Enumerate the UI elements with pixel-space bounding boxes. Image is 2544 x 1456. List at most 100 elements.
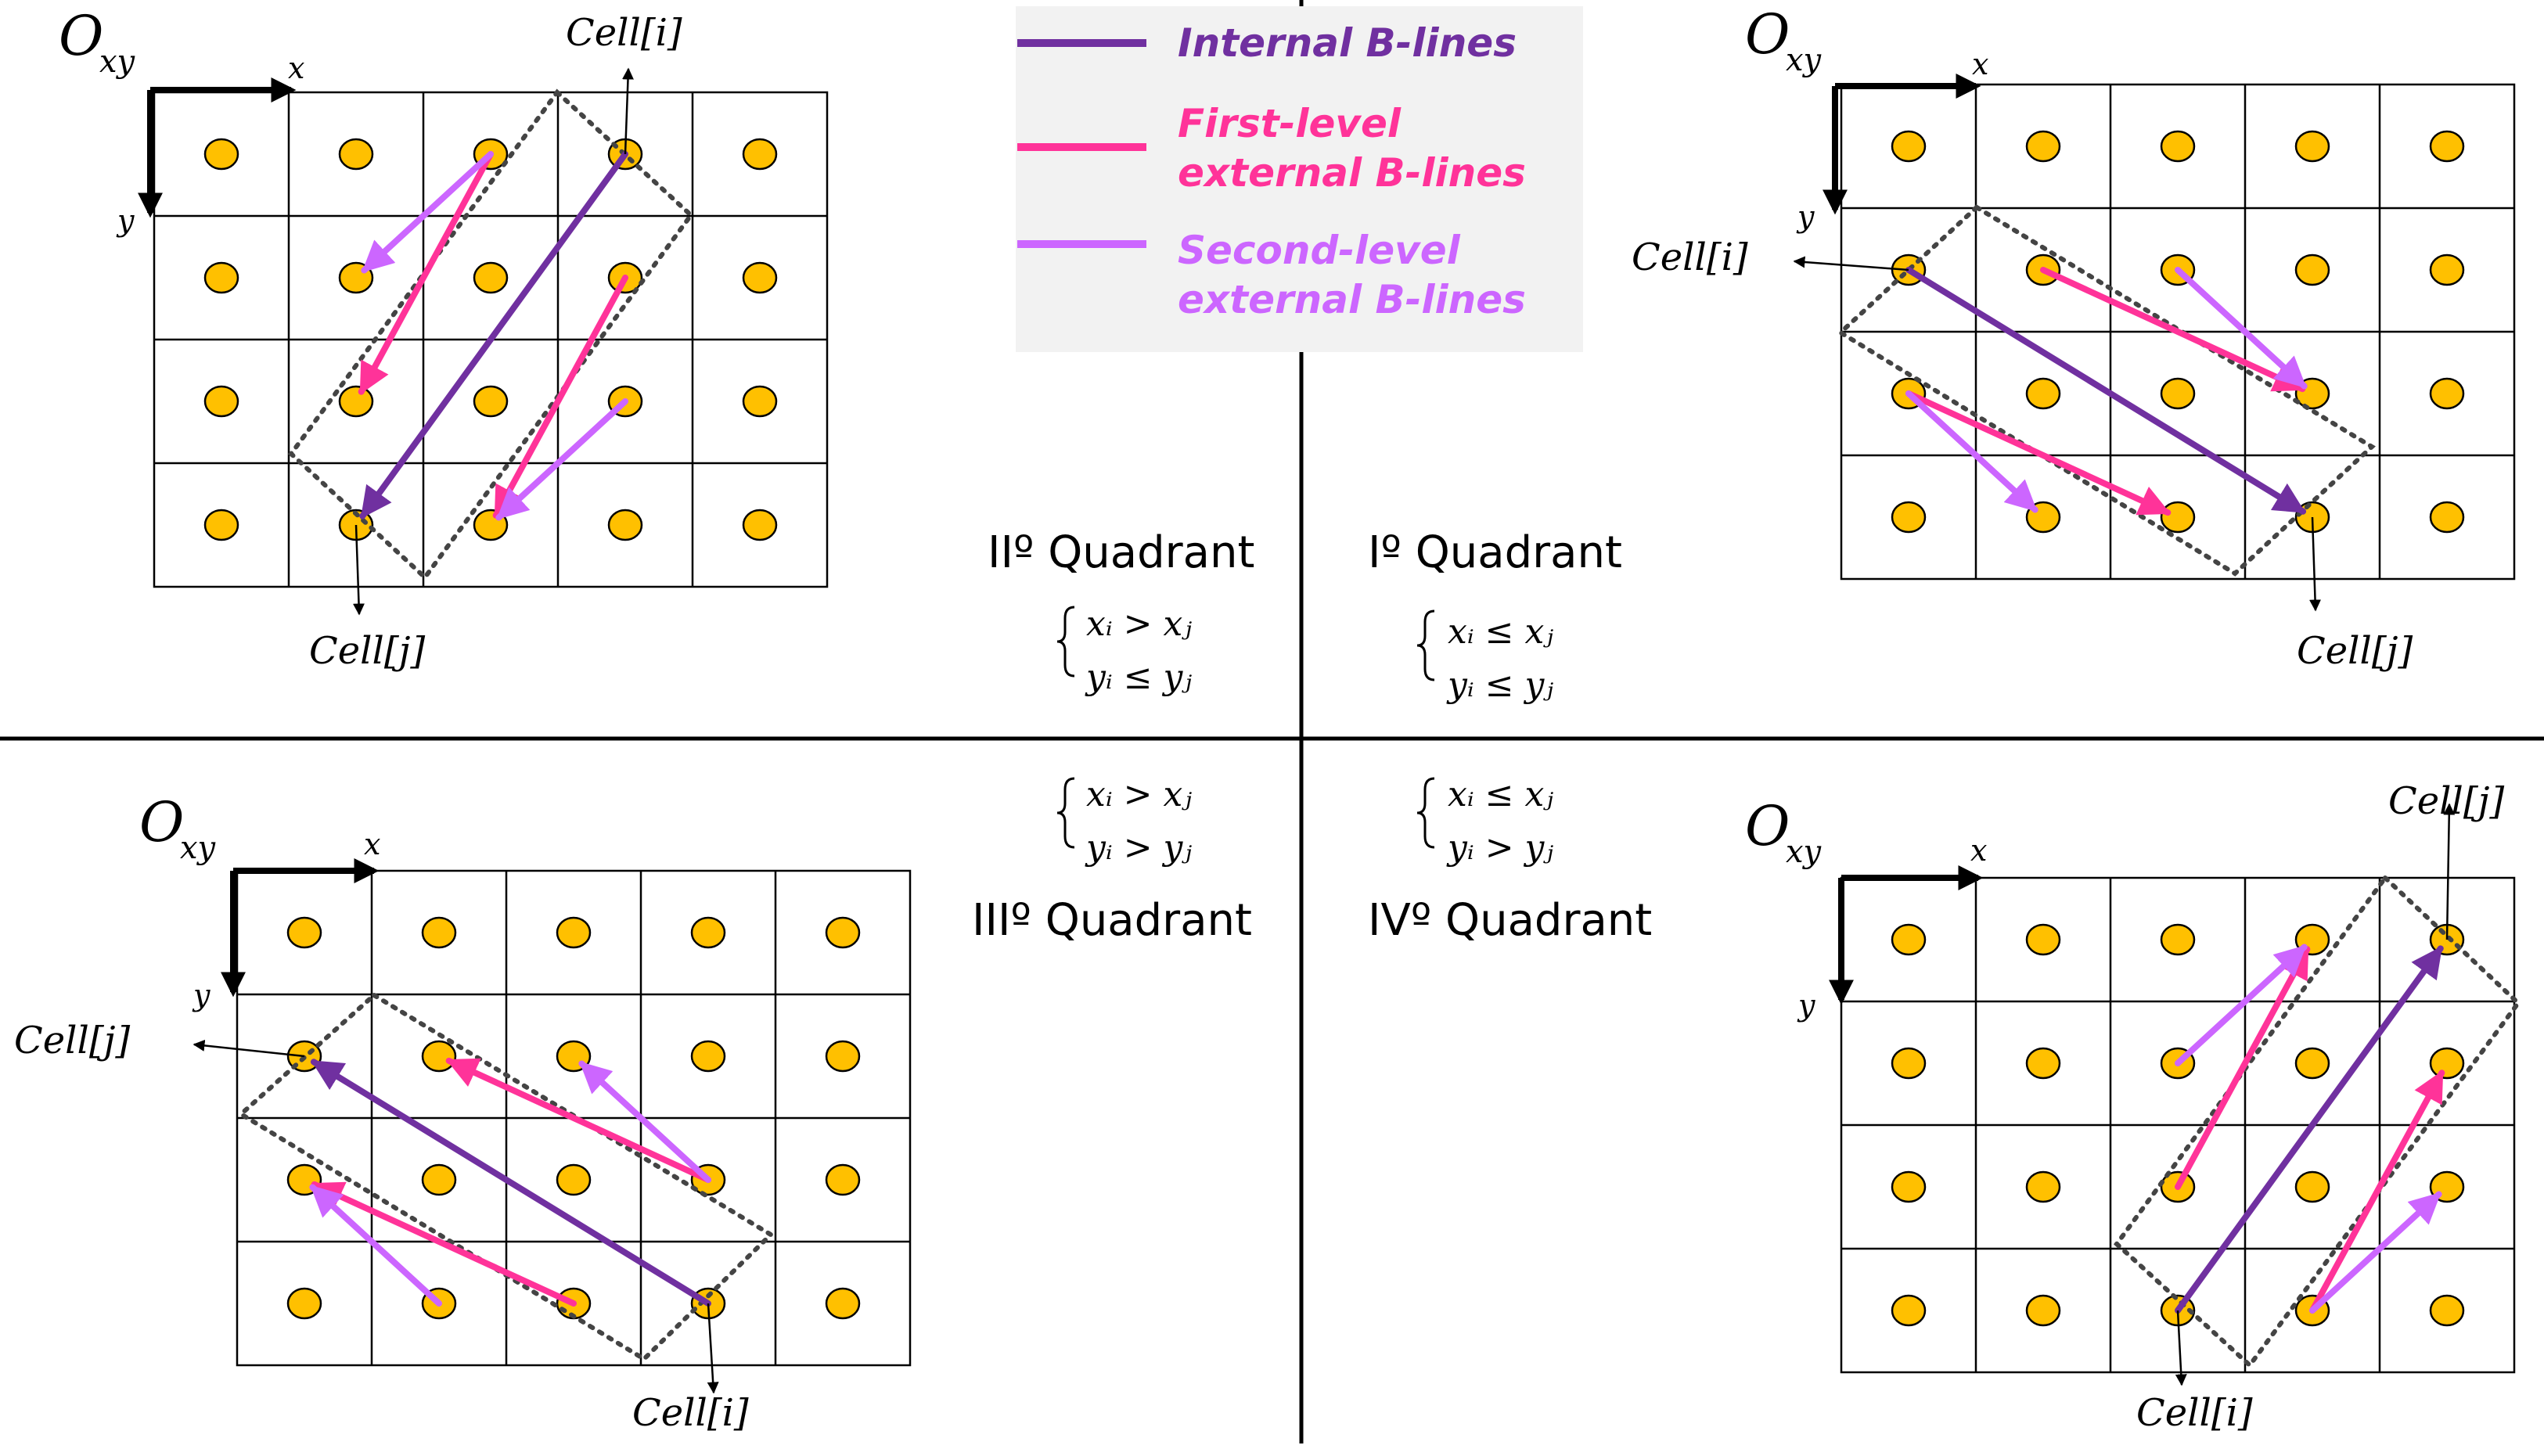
cell-center-dot bbox=[2160, 377, 2196, 410]
cell-center-dot bbox=[556, 1163, 592, 1196]
quadrant-2-caption: IIº Quadrant xᵢ > xⱼ yᵢ ≤ yⱼ bbox=[988, 527, 1254, 697]
cell-j-pointer-arrow bbox=[353, 524, 365, 616]
cell-center-dot bbox=[690, 1040, 726, 1073]
quadrant-4-condition-x: xᵢ ≤ xⱼ bbox=[1448, 775, 1553, 814]
cell-i-pointer-arrow bbox=[1793, 256, 1909, 271]
first-level-b-line bbox=[2175, 946, 2311, 1190]
cell-center-dot bbox=[2025, 130, 2061, 163]
cell-center-dot bbox=[825, 916, 861, 949]
cell-center-dot bbox=[2025, 1047, 2061, 1080]
origin-subscript: xy bbox=[1786, 42, 1823, 78]
cell-center-dot bbox=[1891, 923, 1927, 956]
legend-first-level-label-2: external B-lines bbox=[1178, 150, 1526, 196]
legend-second-level-label-2: external B-lines bbox=[1178, 277, 1526, 322]
internal-b-line bbox=[359, 151, 628, 519]
x-axis-label: x bbox=[1972, 47, 1988, 81]
legend: Internal B-lines First-level external B-… bbox=[1016, 6, 1583, 352]
cell-i-pointer-arrow bbox=[707, 1303, 719, 1394]
quadrant-1-title: Iº Quadrant bbox=[1368, 527, 1622, 578]
cell-center-dot bbox=[1891, 501, 1927, 534]
cell-center-dot bbox=[2429, 1294, 2465, 1327]
cell-center-dot bbox=[2429, 1047, 2465, 1080]
cell-i-pointer-arrow bbox=[2175, 1310, 2187, 1386]
cell-i-label: Cell[i] bbox=[566, 11, 682, 55]
cell-center-dot bbox=[1891, 130, 1927, 163]
neighborhood-region-outline bbox=[236, 992, 775, 1362]
x-axis-label: x bbox=[1970, 833, 1987, 868]
cell-center-dot bbox=[556, 916, 592, 949]
cell-center-dot bbox=[825, 1040, 861, 1073]
cell-center-dot bbox=[742, 385, 778, 418]
cell-center-dot bbox=[2160, 923, 2196, 956]
first-level-b-line bbox=[445, 1057, 711, 1183]
quadrant-1-condition-x: xᵢ ≤ xⱼ bbox=[1448, 612, 1553, 652]
cell-center-dot bbox=[473, 385, 509, 418]
first-level-b-line bbox=[2309, 1070, 2445, 1314]
cell-center-dot bbox=[2294, 1047, 2330, 1080]
quadrant-2-title: IIº Quadrant bbox=[988, 527, 1254, 578]
cell-center-dot bbox=[421, 916, 457, 949]
cell-center-dot bbox=[2429, 501, 2465, 534]
first-level-b-line bbox=[2040, 267, 2306, 393]
quadrant-1-condition-y: yᵢ ≤ yⱼ bbox=[1446, 665, 1553, 705]
second-level-b-line bbox=[2309, 1191, 2442, 1314]
internal-b-line bbox=[310, 1059, 711, 1307]
second-level-b-line bbox=[2175, 267, 2308, 390]
quadrant-2-brace bbox=[1056, 606, 1075, 678]
neighborhood-region-outline bbox=[1837, 204, 2376, 577]
second-level-b-line bbox=[361, 151, 494, 274]
cell-center-dot bbox=[286, 1287, 322, 1320]
y-axis-label: y bbox=[192, 978, 211, 1012]
quadrant-4-brace bbox=[1416, 777, 1435, 849]
cell-center-dot bbox=[286, 916, 322, 949]
x-axis-label: x bbox=[364, 827, 380, 861]
cell-center-dot bbox=[1891, 1047, 1927, 1080]
origin-label: O bbox=[139, 790, 184, 854]
origin-subscript: xy bbox=[99, 44, 136, 80]
cell-j-label: Cell[j] bbox=[2388, 779, 2504, 823]
legend-second-level-label-1: Second-level bbox=[1178, 228, 1461, 273]
cell-center-dot bbox=[421, 1163, 457, 1196]
cell-center-dot bbox=[2429, 130, 2465, 163]
origin-label: O bbox=[1745, 2, 1790, 67]
internal-b-line bbox=[2175, 945, 2444, 1314]
cell-i-label: Cell[i] bbox=[632, 1391, 749, 1435]
y-axis-label: y bbox=[1796, 200, 1815, 234]
cell-j-label: Cell[j] bbox=[14, 1019, 130, 1062]
cell-center-dot bbox=[2429, 377, 2465, 410]
cell-center-dot bbox=[607, 509, 643, 541]
origin-subscript: xy bbox=[1786, 834, 1823, 870]
cell-center-dot bbox=[2160, 130, 2196, 163]
cell-center-dot bbox=[690, 916, 726, 949]
cell-j-label: Cell[j] bbox=[309, 629, 425, 673]
first-level-b-line bbox=[311, 1181, 577, 1307]
quadrant-3-condition-y: yᵢ > yⱼ bbox=[1085, 828, 1192, 868]
origin-label: O bbox=[1745, 794, 1790, 858]
cell-j-label: Cell[j] bbox=[2297, 629, 2413, 673]
cell-center-dot bbox=[2025, 923, 2061, 956]
cell-j-pointer-arrow bbox=[2309, 516, 2322, 612]
cell-center-dot bbox=[2294, 1170, 2330, 1203]
internal-b-line bbox=[1905, 267, 2307, 515]
quadrant-2-condition-y: yᵢ ≤ yⱼ bbox=[1085, 657, 1192, 697]
cell-center-dot bbox=[1891, 1170, 1927, 1203]
quadrant-3-title: IIIº Quadrant bbox=[972, 895, 1252, 946]
cell-i-label: Cell[i] bbox=[1632, 235, 1748, 279]
second-level-b-line bbox=[309, 1184, 442, 1307]
cell-j-pointer-arrow bbox=[2443, 803, 2456, 940]
legend-first-level-label-1: First-level bbox=[1178, 101, 1402, 146]
x-axis-label: x bbox=[288, 51, 304, 85]
cell-center-dot bbox=[473, 261, 509, 294]
cell-j-pointer-arrow bbox=[193, 1039, 305, 1058]
cell-center-dot bbox=[2429, 253, 2465, 286]
cell-center-dot bbox=[203, 385, 239, 418]
quadrant-1-caption: Iº Quadrant xᵢ ≤ xⱼ yᵢ ≤ yⱼ bbox=[1368, 527, 1622, 705]
cell-center-dot bbox=[421, 1040, 457, 1073]
quadrant-3-caption: xᵢ > xⱼ yᵢ > yⱼ IIIº Quadrant bbox=[972, 775, 1252, 946]
y-axis-label: y bbox=[116, 203, 135, 238]
quadrant-4-caption: xᵢ ≤ xⱼ yᵢ > yⱼ IVº Quadrant bbox=[1368, 775, 1652, 946]
